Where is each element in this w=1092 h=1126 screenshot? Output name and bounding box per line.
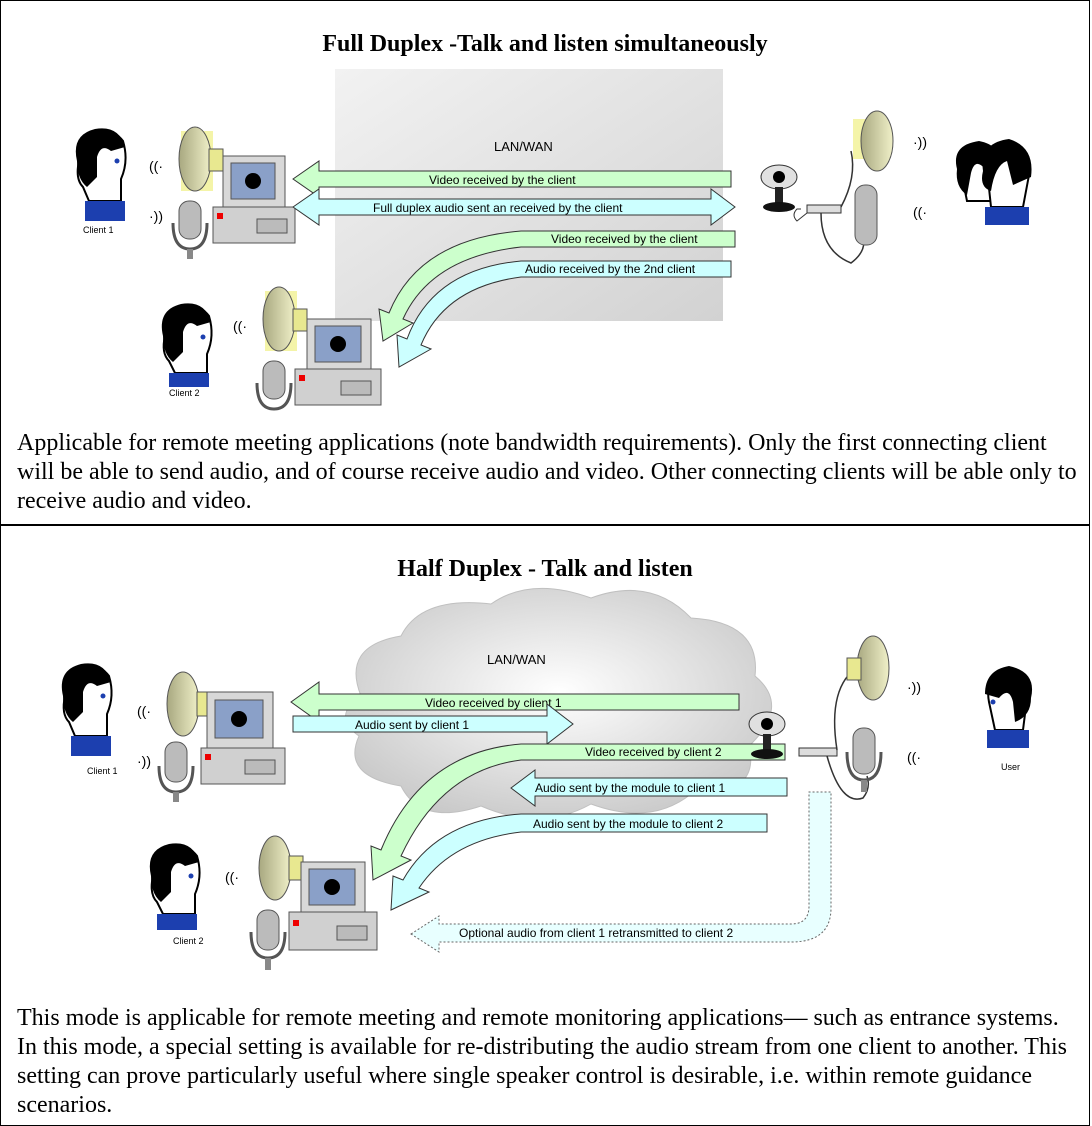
svg-text:Video received by client 1: Video received by client 1: [425, 696, 562, 710]
microphone-icon: [845, 727, 883, 792]
remote-user-icon: [955, 139, 1032, 225]
computer-icon: [294, 318, 382, 406]
arrow-optional-retransmit: Optional audio from client 1 retransmitt…: [410, 791, 832, 953]
sound-waves-icon: ·)): [137, 753, 151, 769]
svg-text:Audio sent by the module to cl: Audio sent by the module to client 2: [533, 817, 723, 831]
arrow-audio-full-duplex: Full duplex audio sent an received by th…: [292, 188, 736, 226]
microphone-icon: [255, 360, 293, 411]
module-box-icon: [793, 150, 865, 264]
computer-icon: [288, 861, 378, 951]
arrow-audio-2nd-client: Audio received by the 2nd client: [396, 260, 732, 368]
sound-waves-icon: ((·: [225, 869, 239, 885]
arrow-audio-module-client2: Audio sent by the module to client 2: [390, 813, 768, 911]
microphone-icon: [171, 200, 209, 259]
speaker-icon: [166, 671, 212, 737]
sound-waves-icon: ((·: [913, 204, 927, 220]
arrow-audio-module-client1: Audio sent by the module to client 1: [510, 769, 788, 807]
full-duplex-caption: Applicable for remote meeting applicatio…: [17, 430, 1077, 514]
network-label: LAN/WAN: [494, 139, 553, 154]
svg-text:Full duplex audio sent an rece: Full duplex audio sent an received by th…: [373, 201, 623, 215]
computer-icon: [200, 691, 286, 785]
half-duplex-diagram: LAN/WAN Client 1 ((· ·)): [61, 587, 1033, 970]
microphone-icon: [157, 741, 195, 802]
svg-text:Optional audio from client 1 r: Optional audio from client 1 retransmitt…: [459, 926, 733, 940]
sound-waves-icon: ((·: [233, 318, 247, 334]
speaker-icon: [846, 635, 890, 701]
full-duplex-diagram: LAN/WAN Client 1 ((· ·)): [75, 69, 1032, 411]
full-duplex-title: Full Duplex -Talk and listen simultaneou…: [322, 31, 768, 57]
sound-waves-icon: ((·: [137, 703, 151, 719]
client1-label: Client 1: [87, 766, 118, 776]
speaker-icon: [262, 286, 308, 352]
camera-icon: [748, 711, 786, 759]
sound-waves-icon: ·)): [913, 134, 927, 150]
speaker-icon: [258, 835, 304, 901]
client2-person-icon: [161, 303, 213, 387]
svg-text:Video received by the client: Video received by the client: [551, 232, 698, 246]
sound-waves-icon: ·)): [907, 679, 921, 695]
client2-label: Client 2: [169, 388, 200, 398]
half-duplex-title: Half Duplex - Talk and listen: [397, 556, 693, 582]
microphone-icon: [854, 184, 878, 246]
speaker-icon: [853, 110, 894, 172]
half-duplex-panel: Half Duplex - Talk and listen LAN/WAN Cl…: [0, 525, 1090, 1126]
half-duplex-caption: This mode is applicable for remote meeti…: [17, 1005, 1067, 1118]
arrow-video-received-client2: Video received by client 2: [370, 743, 786, 881]
client1-person-icon: [75, 128, 127, 221]
user-label: User: [1001, 762, 1020, 772]
network-cloud: [335, 69, 723, 321]
client1-label: Client 1: [83, 225, 114, 235]
user-person-icon: [985, 666, 1033, 748]
client2-person-icon: [149, 843, 201, 930]
speaker-icon: [178, 126, 224, 192]
svg-text:Video received by the client: Video received by the client: [429, 173, 576, 187]
svg-text:Audio sent by the module to cl: Audio sent by the module to client 1: [535, 781, 725, 795]
camera-icon: [760, 164, 798, 212]
arrow-video-client2: Video received by the client: [378, 230, 736, 342]
arrow-audio-sent-client1: Audio sent by client 1: [292, 702, 574, 746]
sound-waves-icon: ·)): [149, 208, 163, 224]
microphone-icon: [249, 909, 287, 970]
svg-text:Video received by client 2: Video received by client 2: [585, 745, 722, 759]
svg-text:Audio sent by client 1: Audio sent by client 1: [355, 718, 469, 732]
client1-person-icon: [61, 663, 113, 756]
client2-label: Client 2: [173, 936, 204, 946]
sound-waves-icon: ((·: [907, 749, 921, 765]
svg-text:Audio received by the 2nd clie: Audio received by the 2nd client: [525, 262, 696, 276]
computer-icon: [212, 155, 296, 244]
full-duplex-panel: Full Duplex -Talk and listen simultaneou…: [0, 0, 1090, 525]
network-label: LAN/WAN: [487, 652, 546, 667]
sound-waves-icon: ((·: [149, 158, 163, 174]
